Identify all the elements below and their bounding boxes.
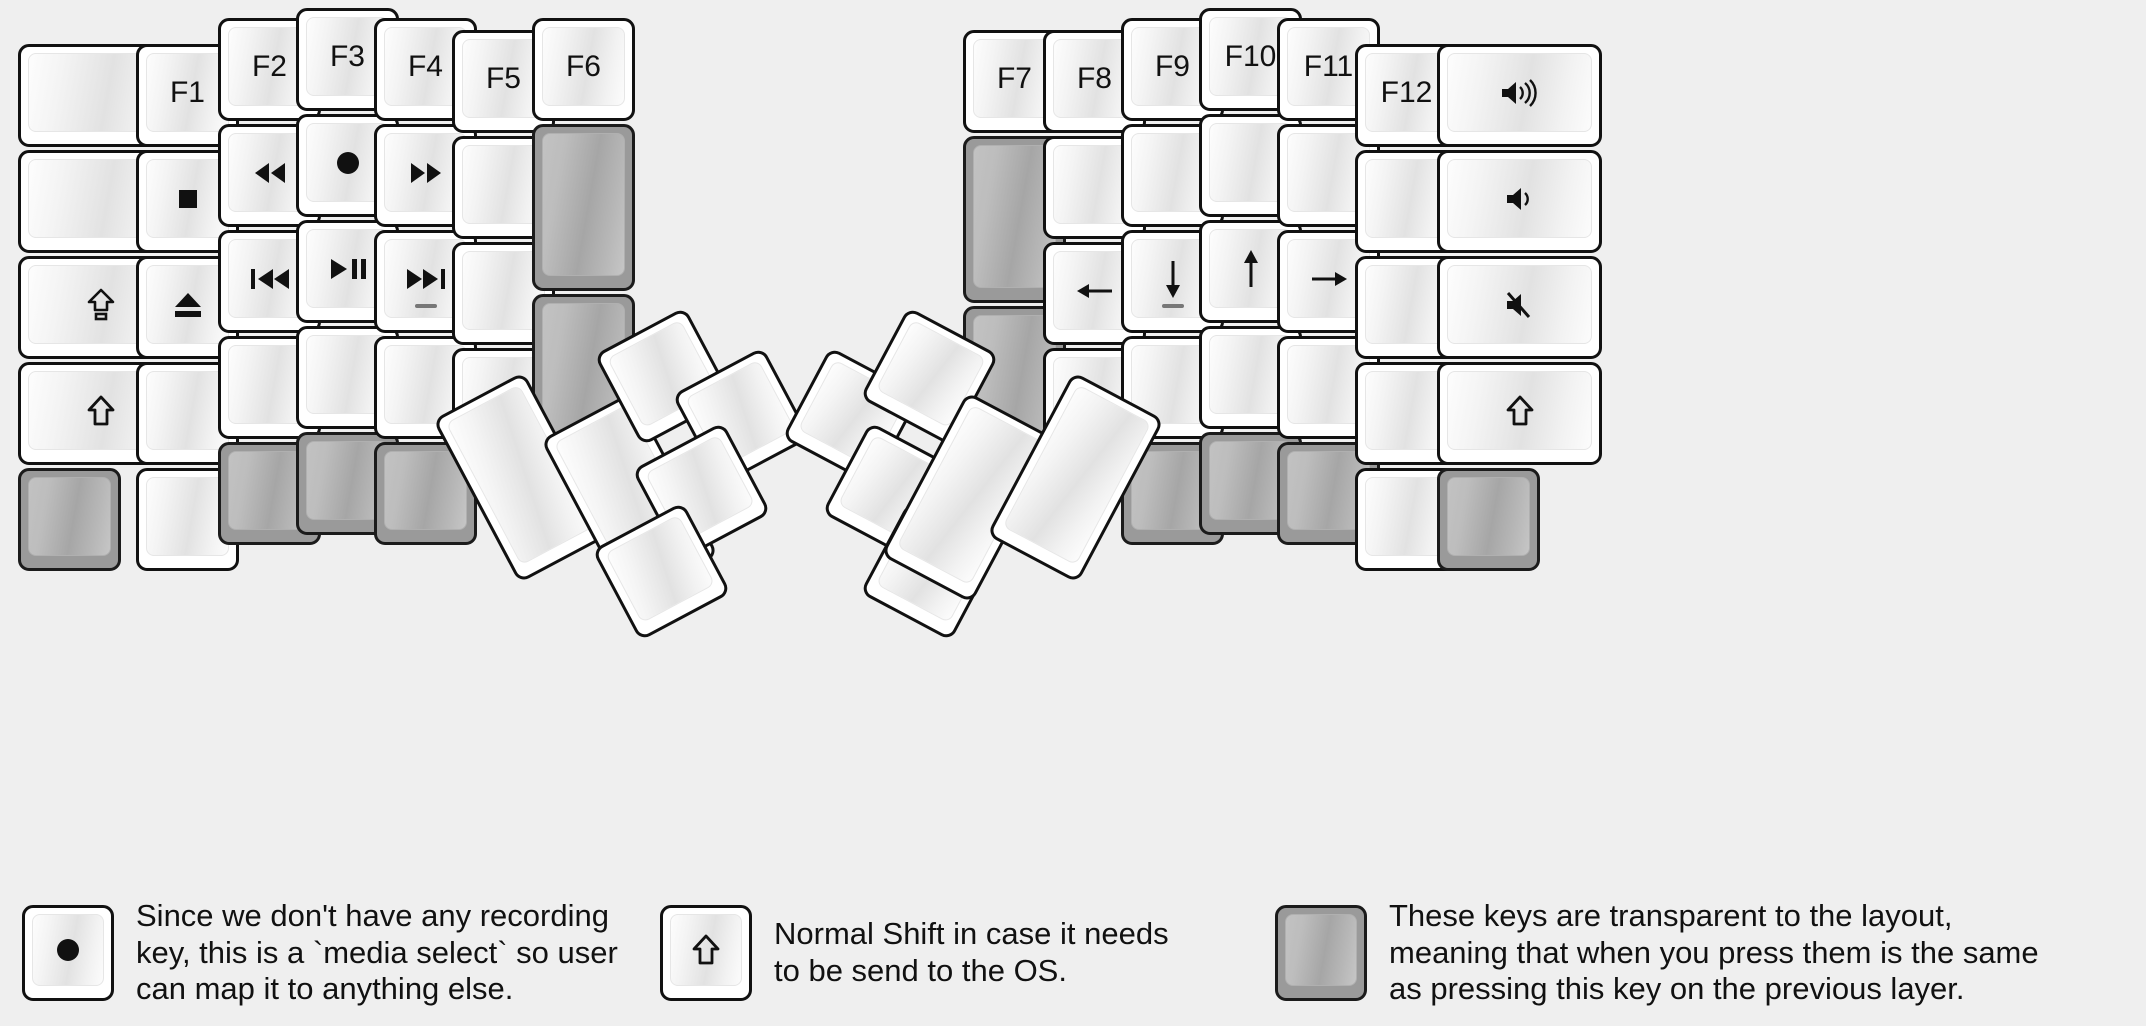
keycap-surface [1365,371,1448,450]
keycap-surface [32,914,104,986]
keycap-surface [973,145,1056,288]
media-next-track-icon [403,266,449,292]
note-shift-sample-key [660,905,752,1001]
shift-icon [692,934,720,966]
media-eject-icon [171,290,205,320]
volume-down-icon [1503,184,1537,214]
key-legend: F3 [329,39,365,73]
arrow-up-icon [1238,248,1264,290]
media-play-pause-icon [327,256,369,282]
key-legend: F9 [1154,49,1190,83]
volume-mute-icon [1503,290,1537,320]
note-shift-key [660,905,752,1001]
keycap-surface [384,451,467,530]
note-shift: Normal Shift in case it needs to be send… [660,880,1169,1026]
key-legend: F6 [565,49,601,83]
right-col-outer-key-1[interactable] [1437,44,1602,147]
arrow-left-icon [1075,278,1115,304]
keycap-surface [670,914,742,986]
keycap-surface [1365,159,1448,238]
key-legend: F4 [407,49,443,83]
note-record-sample-key [22,905,114,1001]
note-transparent-key [1275,905,1367,1001]
note-transparent-sample-key [1275,905,1367,1001]
keycap-surface [1447,53,1592,132]
media-record-icon [334,149,362,177]
legend-footnotes: Since we don't have any recording key, t… [0,880,2146,1026]
keycap-surface [1447,265,1592,344]
right-col-inner-2-key-2[interactable] [963,136,1066,303]
keycap-surface [146,371,229,450]
key-legend: F8 [1076,61,1112,95]
keycap-surface: F12 [1365,53,1448,132]
key-legend: F5 [485,61,521,95]
keycap-surface [462,251,545,330]
home-row-bar [1161,304,1184,308]
media-stop-icon [175,186,201,212]
keycap-surface [1447,371,1592,450]
key-legend: F12 [1380,75,1433,109]
left-col-index-key-5[interactable] [374,442,477,545]
keycap-surface [1365,265,1448,344]
key-legend: F7 [996,61,1032,95]
note-record-text: Since we don't have any recording key, t… [136,898,618,1007]
right-col-outer-key-3[interactable] [1437,256,1602,359]
left-col-inner-2-key-2[interactable] [532,124,635,291]
keycap-surface [146,159,229,238]
key-legend: F1 [169,75,205,109]
keycap-surface [146,265,229,344]
note-record: Since we don't have any recording key, t… [22,880,618,1026]
note-record-key [22,905,114,1001]
caps-lock-icon [87,288,115,322]
note-transparent: These keys are transparent to the layout… [1275,880,2039,1026]
key-legend: F11 [1303,49,1354,83]
keycap-surface: F6 [542,27,625,106]
keycap-surface [1447,159,1592,238]
arrow-right-icon [1309,266,1349,292]
volume-up-icon [1498,78,1542,108]
media-record-icon [54,936,82,964]
arrow-down-icon [1160,258,1186,300]
key-legend: F10 [1224,39,1277,73]
media-rewind-icon [251,160,289,186]
note-shift-text: Normal Shift in case it needs to be send… [774,916,1169,988]
shift-icon [1506,395,1534,427]
left-col-outer-key-5[interactable] [18,468,121,571]
keycap-surface [1285,914,1357,986]
keycap-surface: F1 [146,53,229,132]
keycap-surface [1365,477,1448,556]
left-col-inner-2-key-1[interactable]: F6 [532,18,635,121]
keycap-surface [542,133,625,276]
keycap-surface [1447,477,1530,556]
media-fast-forward-icon [407,160,445,186]
right-col-outer-key-2[interactable] [1437,150,1602,253]
right-col-outer-key-4[interactable] [1437,362,1602,465]
right-col-outer-key-5[interactable] [1437,468,1540,571]
home-row-bar [414,304,437,308]
key-legend: F2 [251,49,287,83]
keycap-surface [28,477,111,556]
keycap-surface [146,477,229,556]
note-transparent-text: These keys are transparent to the layout… [1389,898,2039,1007]
media-prev-track-icon [247,266,293,292]
shift-icon [87,395,115,427]
